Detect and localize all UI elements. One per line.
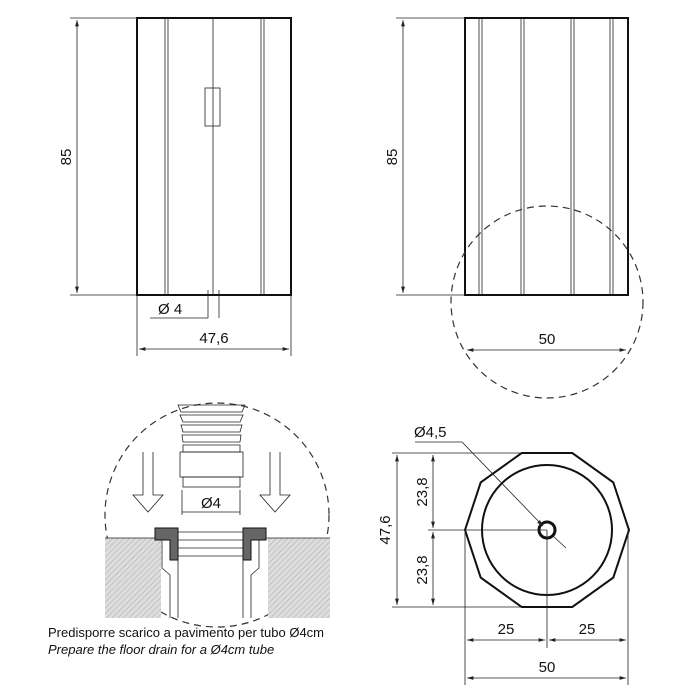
front-width-label: 47,6 [199,330,228,347]
drain-fitting [204,87,221,127]
caption-italian: Predisporre scarico a pavimento per tubo… [48,625,324,640]
total-depth-label: 47,6 [377,515,394,544]
half-depth-bottom-label: 23,8 [414,555,431,584]
total-width-label: 50 [539,659,556,676]
top-view: Ø4,5 47,6 23,8 23,8 25 25 50 [377,424,631,685]
front-view: 85 Ø 4 47,6 [58,17,292,356]
down-arrow-icon [259,452,291,513]
pipe-diameter-label: Ø4 [201,495,221,512]
side-width-label: 50 [539,331,556,348]
side-view: 85 50 [384,17,644,399]
half-width-right-label: 25 [579,621,596,638]
hole-diameter-label: Ø4,5 [414,424,447,441]
detail-view: Ø4 Predisporre scarico a pavimento per t… [48,402,330,657]
front-height-label: 85 [58,149,75,166]
caption-english: Prepare the floor drain for a Ø4cm tube [48,642,274,657]
half-width-left-label: 25 [498,621,515,638]
detail-callout-circle [450,205,644,399]
pipe-fitting [177,404,246,488]
side-height-label: 85 [384,149,401,166]
down-arrow-icon [132,452,164,513]
half-depth-top-label: 23,8 [414,477,431,506]
drain-diameter-label: Ø 4 [158,301,182,318]
